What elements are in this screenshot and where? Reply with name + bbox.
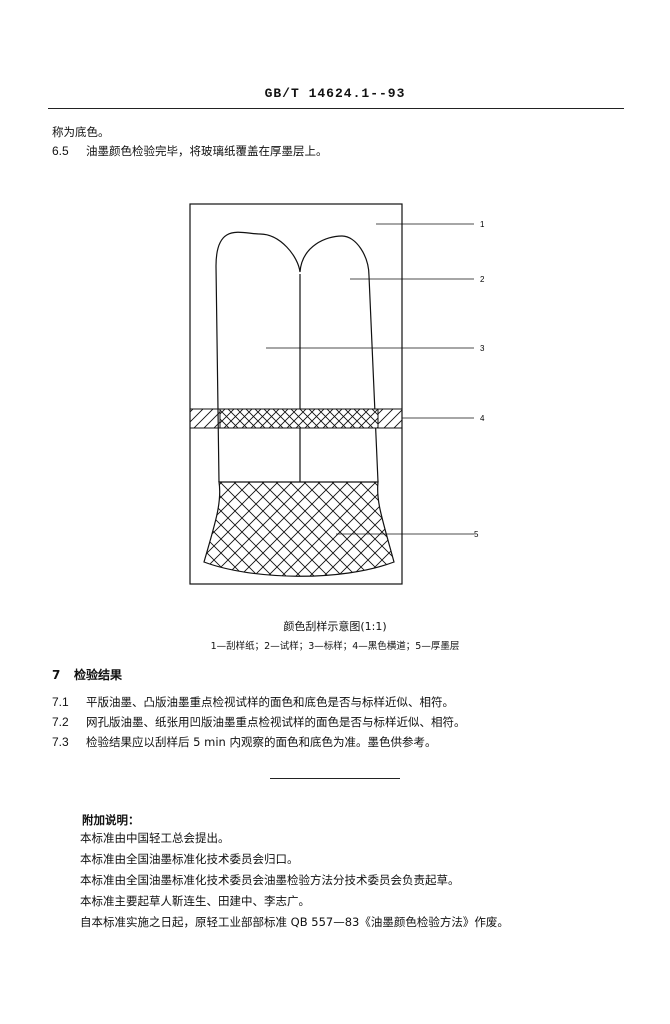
intro-text: 称为底色。 xyxy=(52,125,110,139)
note-line: 本标准由全国油墨标准化技术委员会油墨检验方法分技术委员会负责起草。 xyxy=(80,873,460,887)
standard-code: GB/T 14624.1--93 xyxy=(264,86,406,101)
clause-text: 平版油墨、凸版油墨重点检视试样的面色和底色是否与标样近似、相符。 xyxy=(86,695,454,709)
clause-text: 油墨颜色检验完毕，将玻璃纸覆盖在厚墨层上。 xyxy=(86,144,328,158)
note-line: 本标准由中国轻工总会提出。 xyxy=(80,831,230,845)
figure-caption: 颜色刮样示意图(1:1) xyxy=(283,620,387,633)
note-line: 自本标准实施之日起，原轻工业部部标准 QB 557—83《油墨颜色检验方法》作废… xyxy=(80,915,509,929)
header-rule xyxy=(48,108,624,109)
label-3: 3 xyxy=(480,344,485,353)
clause-text: 网孔版油墨、纸张用凹版油墨重点检视试样的面色是否与标样近似、相符。 xyxy=(86,715,466,729)
clause-number: 7.3 xyxy=(52,735,69,749)
label-4: 4 xyxy=(480,414,485,423)
section-number: 7 xyxy=(52,668,61,682)
note-line: 本标准由全国油墨标准化技术委员会归口。 xyxy=(80,852,299,866)
figure-legend: 1—刮样纸；2—试样；3—标样；4—黑色横道；5—厚墨层 xyxy=(210,641,460,652)
label-5: 5 xyxy=(474,530,479,539)
clause-number: 7.1 xyxy=(52,695,69,709)
thick-ink-layer xyxy=(203,481,395,577)
clause-7-2: 7.2 网孔版油墨、纸张用凹版油墨重点检视试样的面色是否与标样近似、相符。 xyxy=(52,714,466,730)
note-line: 本标准主要起草人靳连生、田建中、李志广。 xyxy=(80,894,310,908)
clause-7-3: 7.3 检验结果应以刮样后 5 min 内观察的面色和底色为准。墨色供参考。 xyxy=(52,734,436,750)
section-title: 检验结果 xyxy=(74,668,123,682)
clause-text: 检验结果应以刮样后 5 min 内观察的面色和底色为准。墨色供参考。 xyxy=(86,735,437,749)
drawdown-paper-outline xyxy=(189,203,403,585)
black-bar-on-ink xyxy=(219,408,379,429)
ink-drawdown-diagram: 1 2 3 4 5 xyxy=(189,203,485,585)
additional-notes-title: 附加说明： xyxy=(82,813,140,827)
section-7-heading: 7 检验结果 xyxy=(52,666,122,683)
clause-7-1: 7.1 平版油墨、凸版油墨重点检视试样的面色和底色是否与标样近似、相符。 xyxy=(52,694,454,710)
section-divider xyxy=(270,778,400,779)
label-1: 1 xyxy=(480,220,485,229)
sample-outline xyxy=(215,231,379,483)
clause-6-5: 6.5 油墨颜色检验完毕，将玻璃纸覆盖在厚墨层上。 xyxy=(52,143,328,159)
clause-number: 6.5 xyxy=(52,144,69,158)
label-2: 2 xyxy=(480,275,485,284)
clause-number: 7.2 xyxy=(52,715,69,729)
